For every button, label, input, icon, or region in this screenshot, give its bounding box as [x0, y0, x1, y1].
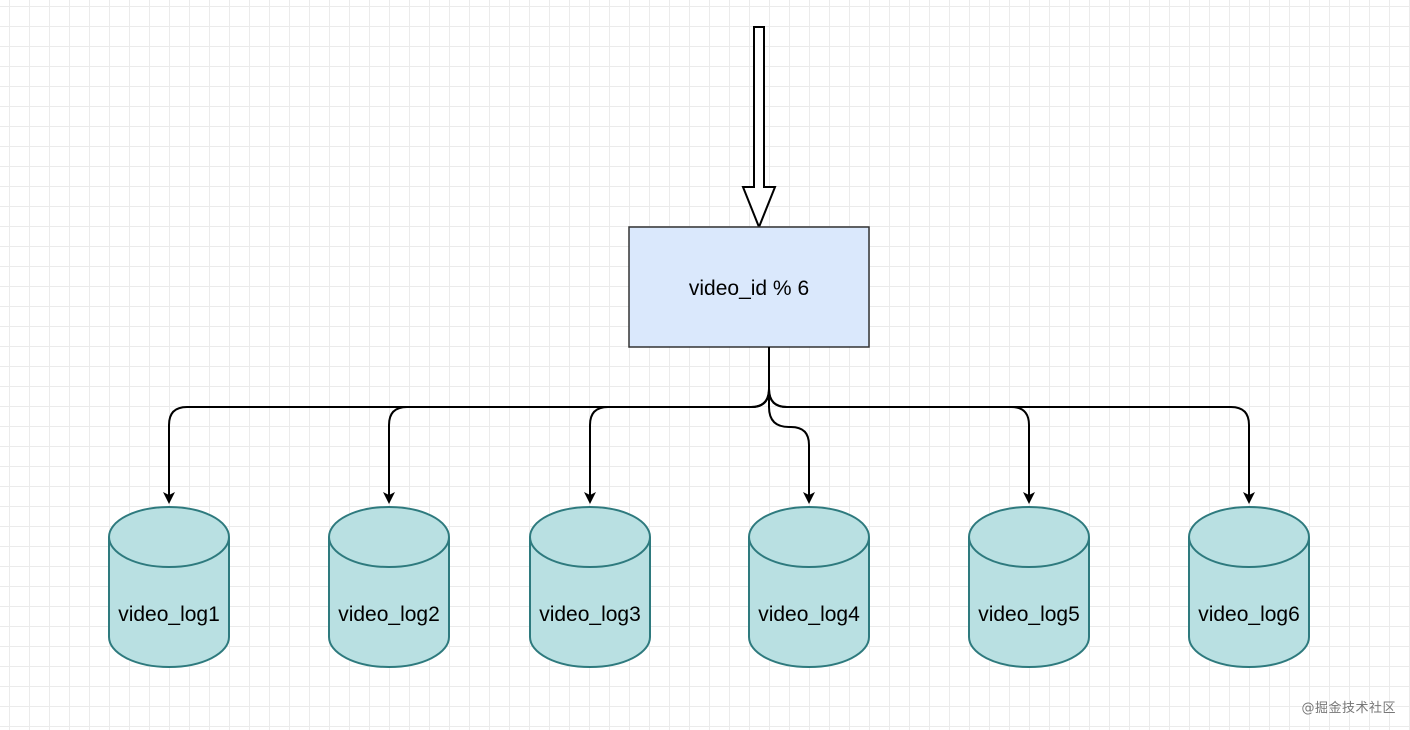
database-video-log3[interactable]: video_log3	[529, 506, 651, 668]
cylinder-lid	[968, 536, 1090, 568]
cylinder-lid	[328, 536, 450, 568]
watermark: @掘金技术社区	[1301, 701, 1396, 716]
cylinder-body	[1188, 506, 1310, 668]
cylinder-lid	[748, 536, 870, 568]
cylinder-body	[529, 506, 651, 668]
edges	[163, 347, 1255, 504]
database-label: video_log4	[758, 603, 860, 626]
database-label: video_log5	[978, 603, 1080, 626]
database-video-log2[interactable]: video_log2	[328, 506, 450, 668]
cylinder-lid	[1188, 536, 1310, 568]
database-label: video_log6	[1198, 603, 1300, 626]
cylinder-body	[108, 506, 230, 668]
database-label: video_log2	[338, 603, 440, 626]
cylinder-lid	[108, 536, 230, 568]
router-box	[628, 226, 870, 348]
edge-to-video-log2	[383, 347, 770, 504]
router-label: video_id % 6	[689, 277, 809, 300]
cylinder-body	[968, 506, 1090, 668]
database-label: video_log3	[539, 603, 641, 626]
cylinder-lid	[529, 536, 651, 568]
edge-to-video-log1	[163, 347, 770, 504]
database-nodes: video_log1 video_log2 video_log3 video_log4…	[108, 506, 1310, 668]
edge-to-video-log3	[584, 347, 770, 504]
cylinder-body	[328, 506, 450, 668]
edge-to-video-log6	[768, 347, 1255, 504]
database-video-log5[interactable]: video_log5	[968, 506, 1090, 668]
database-video-log6[interactable]: video_log6	[1188, 506, 1310, 668]
database-video-log1[interactable]: video_log1	[108, 506, 230, 668]
cylinder-body	[748, 506, 870, 668]
database-label: video_log1	[118, 603, 220, 626]
edge-to-video-log4	[768, 347, 815, 504]
router-node[interactable]: video_id % 6	[628, 226, 870, 348]
input-arrow	[741, 26, 777, 230]
database-video-log4[interactable]: video_log4	[748, 506, 870, 668]
